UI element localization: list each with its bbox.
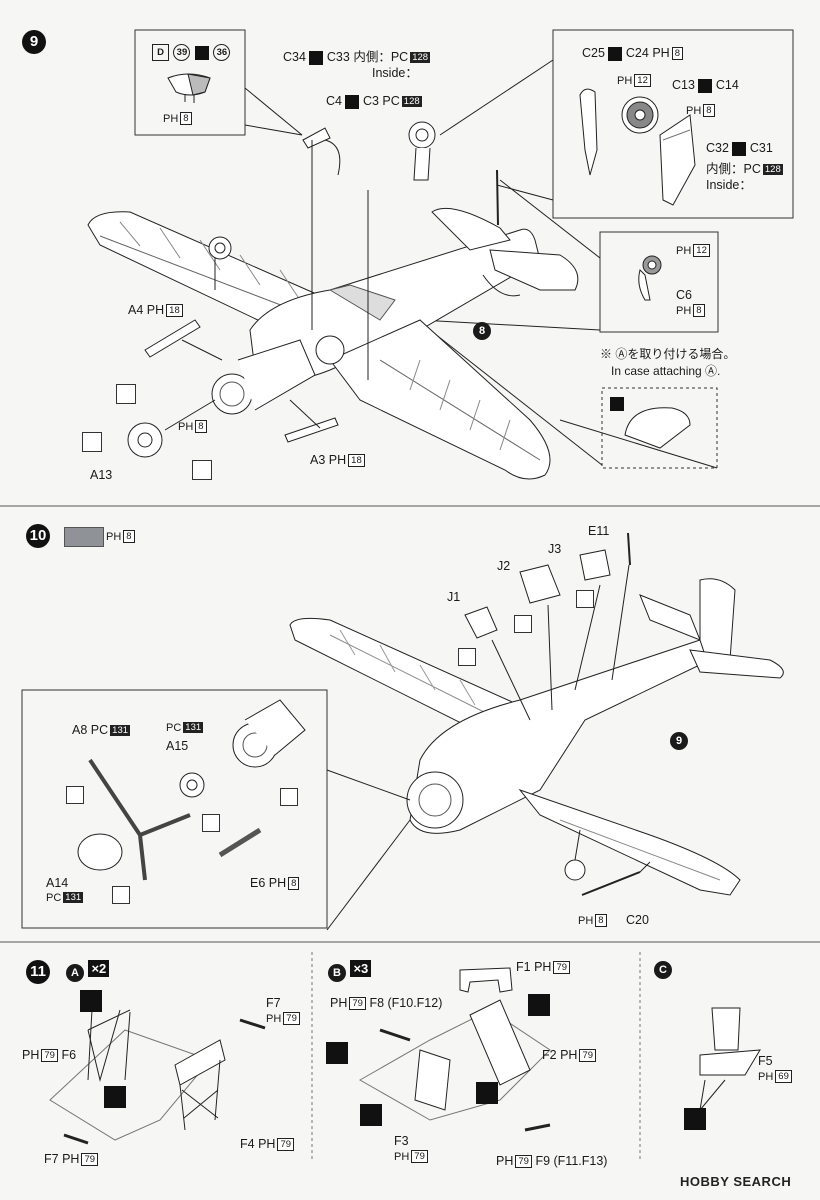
part-label-a14: A14 xyxy=(46,876,69,890)
cement-icon xyxy=(80,990,102,1012)
variant-b-badge: B xyxy=(328,964,346,982)
variant-a-badge: A xyxy=(66,964,84,982)
part-tree-d-badge: D xyxy=(152,44,169,62)
no-glue-icon xyxy=(280,788,298,806)
bowtie-symbol-icon xyxy=(732,141,747,156)
part-label-j3: J3 xyxy=(548,542,562,556)
cement-icon xyxy=(360,1104,382,1126)
step-number-9: 9 xyxy=(22,30,46,54)
circled-number: 39 xyxy=(173,44,191,62)
reference-step-9: 9 xyxy=(670,732,688,750)
part-label-c13-c14: C13 C14 xyxy=(672,78,739,93)
part-label-c32-c31: C32 C31 xyxy=(706,141,773,156)
rotate-icon xyxy=(202,814,220,832)
bowtie-symbol-icon xyxy=(608,46,623,61)
cement-icon xyxy=(326,1042,348,1064)
part-label-c20: C20 xyxy=(626,913,649,927)
inside-note: Inside： xyxy=(372,66,418,80)
part-label-e11: E11 xyxy=(588,524,610,538)
glue-icon xyxy=(192,460,212,480)
part-label-f5: F5 xyxy=(758,1054,773,1068)
glue-icon xyxy=(514,615,532,633)
variant-b-header: B ×3 xyxy=(328,960,372,982)
part-label-j1: J1 xyxy=(447,590,461,604)
cement-icon xyxy=(476,1082,498,1104)
cement-icon xyxy=(104,1086,126,1108)
bowtie-symbol-icon xyxy=(309,50,324,65)
part-label-f3: F3 xyxy=(394,1134,409,1148)
part-label-f7: F7 xyxy=(266,996,281,1010)
bowtie-symbol-icon xyxy=(698,78,713,93)
inset-left-header: D 39 36 xyxy=(152,44,231,62)
glue-icon xyxy=(82,432,102,452)
cement-icon xyxy=(528,994,550,1016)
part-label-j2: J2 xyxy=(497,559,511,573)
glue-icon xyxy=(116,384,136,404)
glue-icon xyxy=(576,590,594,608)
note-english: In case attaching Ⓐ. xyxy=(611,364,721,378)
bowtie-symbol-icon xyxy=(194,45,209,60)
glue-icon xyxy=(66,786,84,804)
variant-a-header: A ×2 xyxy=(66,960,110,982)
note-japanese: ※ Ⓐを取り付ける場合。 xyxy=(600,347,736,361)
part-label-a15: A15 xyxy=(166,739,189,753)
part-label-a13: A13 xyxy=(90,468,113,482)
bowtie-symbol-icon xyxy=(610,395,624,413)
variant-c-badge: C xyxy=(654,961,672,979)
glue-icon xyxy=(458,648,476,666)
inside-note: Inside： xyxy=(706,178,752,192)
variant-c-header: C xyxy=(654,960,672,979)
circled-number: 36 xyxy=(213,44,231,62)
watermark: HOBBY SEARCH xyxy=(680,1174,792,1189)
part-label-c6: C6 xyxy=(676,288,692,302)
step-number-11: 11 xyxy=(26,960,50,984)
variant-b-count: ×3 xyxy=(350,960,372,977)
cement-icon xyxy=(684,1108,706,1130)
variant-a-count: ×2 xyxy=(88,960,110,977)
step-number-10: 10 xyxy=(26,524,50,548)
bowtie-symbol-icon xyxy=(345,94,360,109)
glue-icon xyxy=(112,886,130,904)
paint-swatch xyxy=(64,527,104,547)
reference-step-8: 8 xyxy=(473,322,491,340)
